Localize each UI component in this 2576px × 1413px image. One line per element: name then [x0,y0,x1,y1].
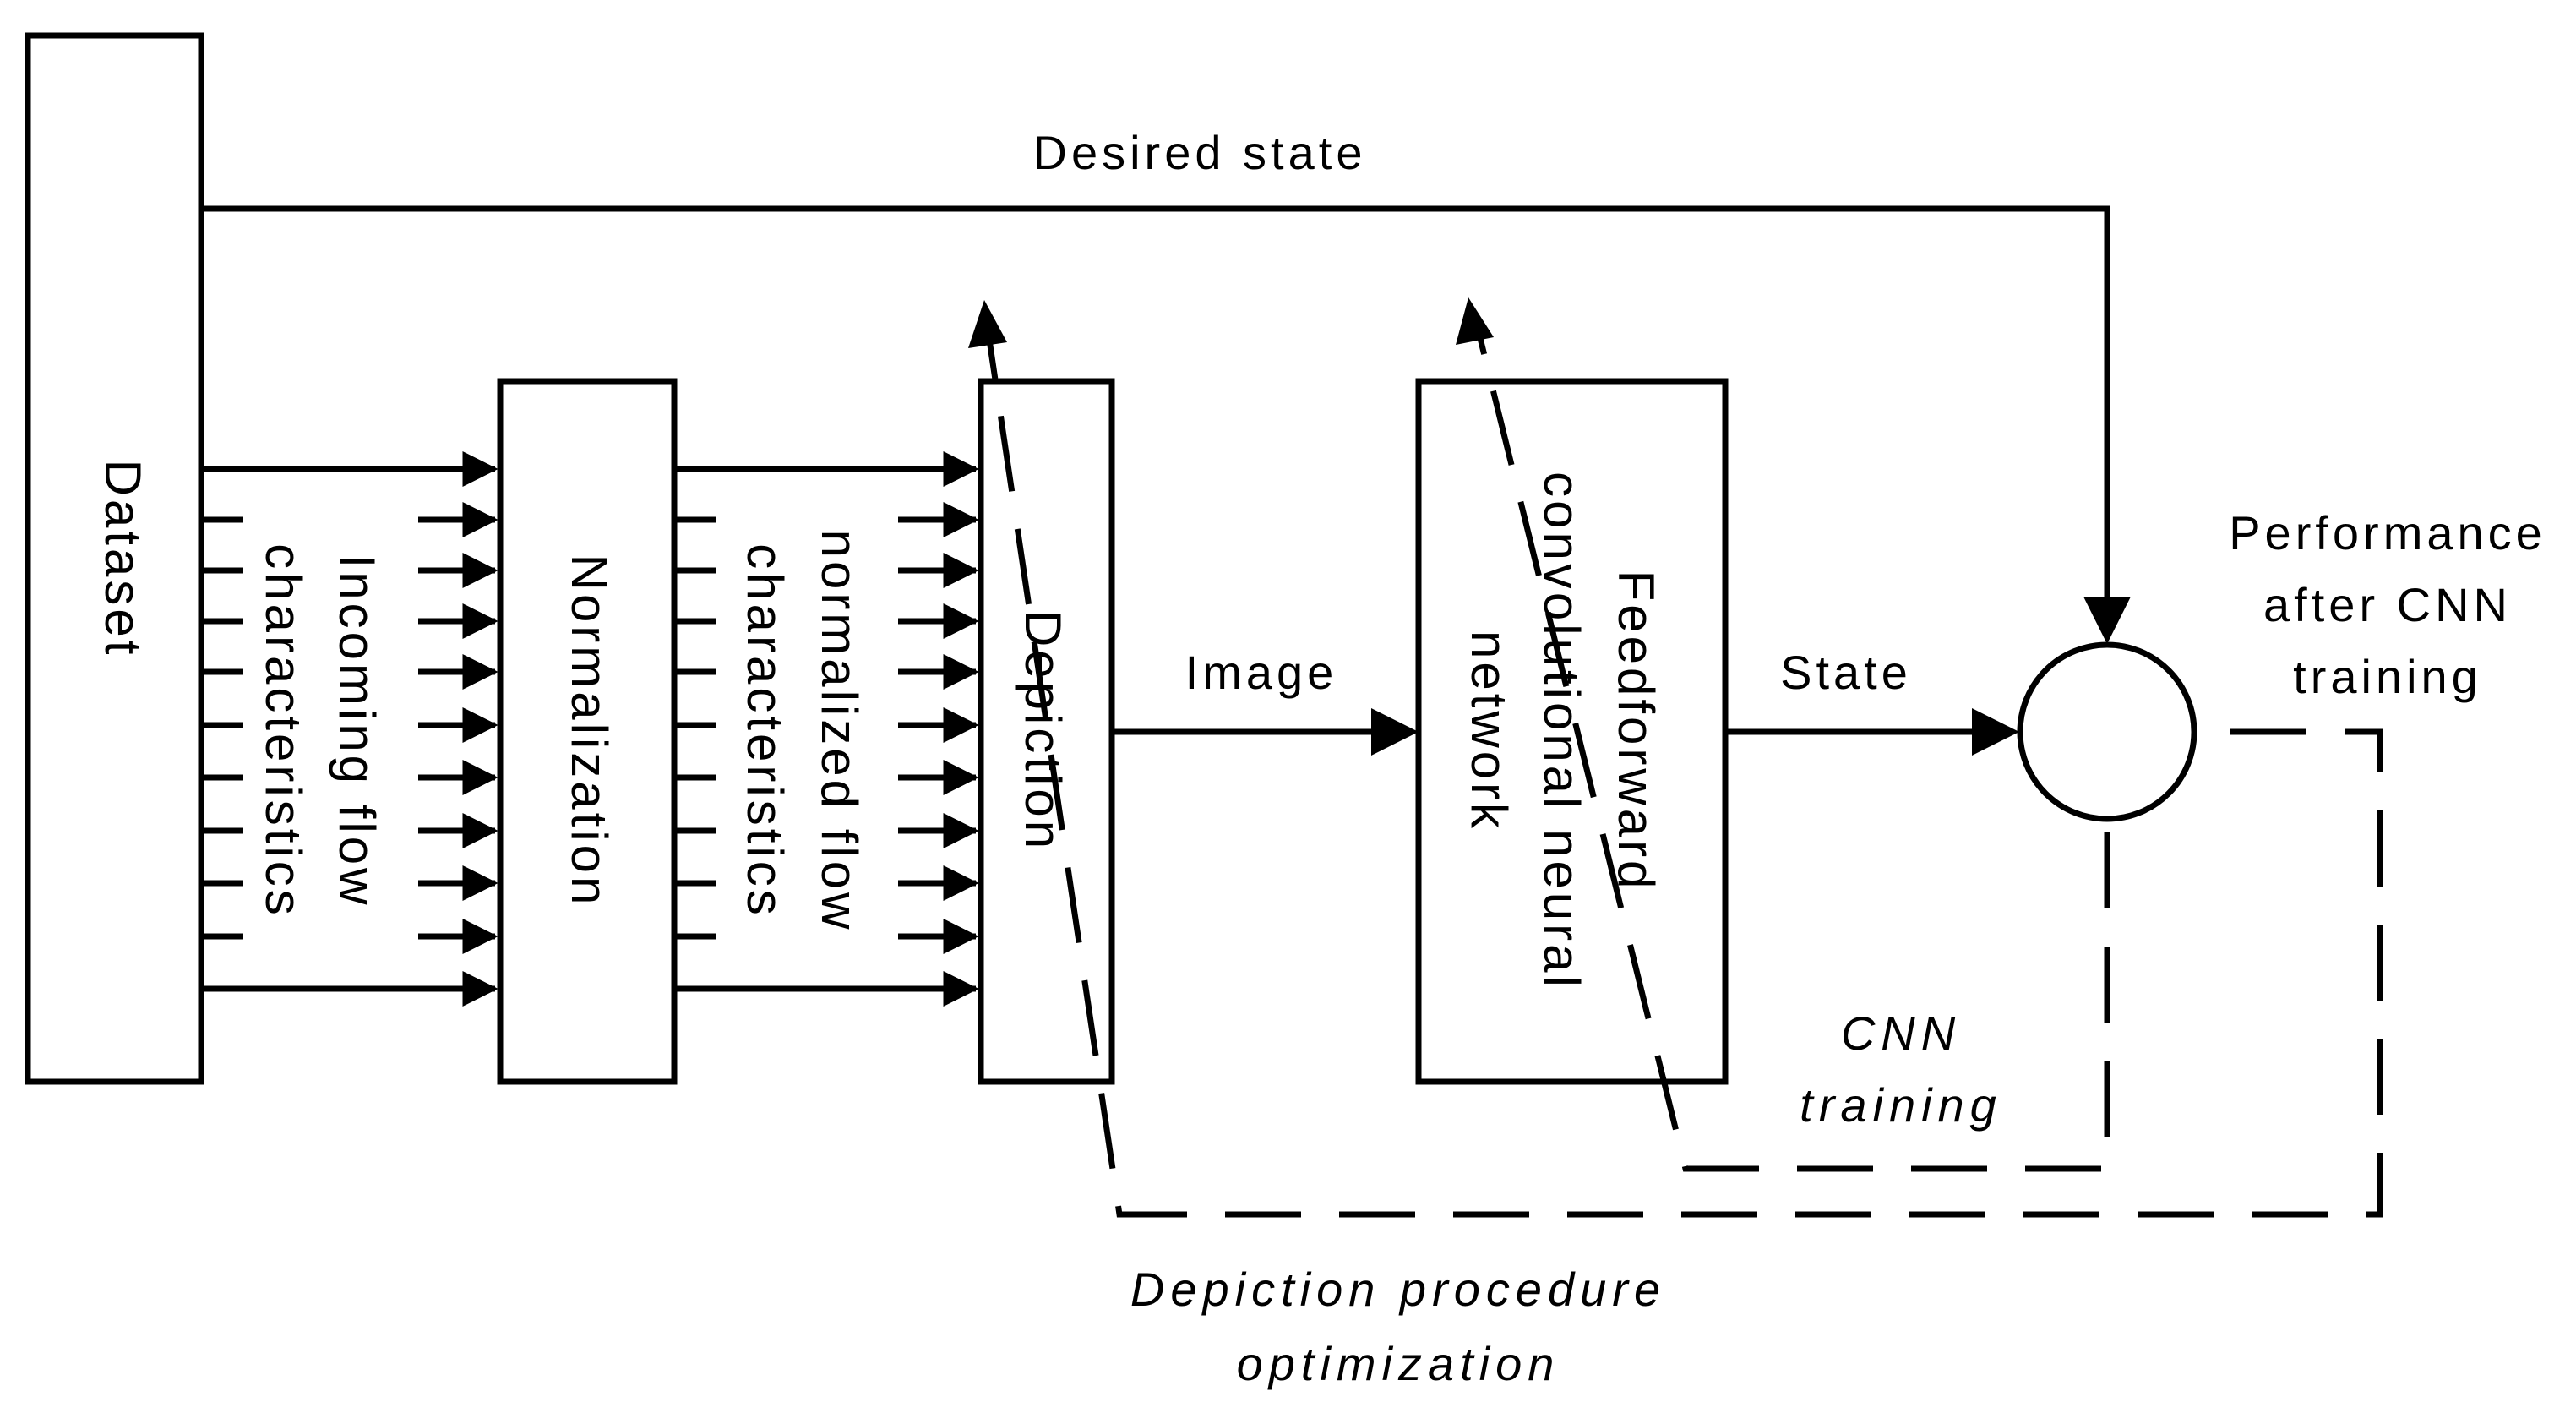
cnn-training-label-line-1: CNN [1841,1007,1961,1060]
performance-label-line-1: Performance [2229,506,2546,559]
cnn-training-arrowhead [1456,297,1494,345]
image-label: Image [1185,646,1338,699]
normalization-block [497,378,678,1085]
desired-state-arrow [201,205,2131,644]
cnn-block [1415,378,1729,1085]
cnn-training-loop [1473,320,2110,1172]
depiction-optimization-loop [983,322,2383,1218]
cnn-label-line-2: convolutional neural [1533,472,1590,990]
performance-label-line-2: after CNN [2263,578,2512,631]
cnn-label-line-1: Feedforward [1608,570,1664,892]
incoming-label-line-1: Incoming flow [329,554,385,908]
incoming-arrow-bundle [201,451,498,1007]
dataset-block [25,32,204,1085]
cnn-training-label-line-2: training [1800,1078,2002,1132]
depiction-optimization-arrowhead [968,300,1007,348]
desired-state-label: Desired state [1033,126,1367,179]
performance-label-line-3: training [2293,650,2482,703]
normalized-label-line-2: characteristics [737,543,793,918]
normalized-label-line-1: normalized flow [811,530,868,933]
comparator-circle [2017,641,2197,822]
depiction-block [978,378,1115,1085]
depiction-optimization-label-line-2: optimization [1237,1337,1560,1390]
dataset-label: Dataset [95,460,151,658]
depiction-optimization-label-line-1: Depiction procedure [1130,1263,1666,1316]
normalized-arrow-bundle [674,451,979,1007]
state-label: State [1780,646,1912,699]
normalization-label: Normalization [561,554,618,908]
cnn-label-line-3: network [1461,630,1517,832]
incoming-label-line-2: characteristics [255,543,312,918]
